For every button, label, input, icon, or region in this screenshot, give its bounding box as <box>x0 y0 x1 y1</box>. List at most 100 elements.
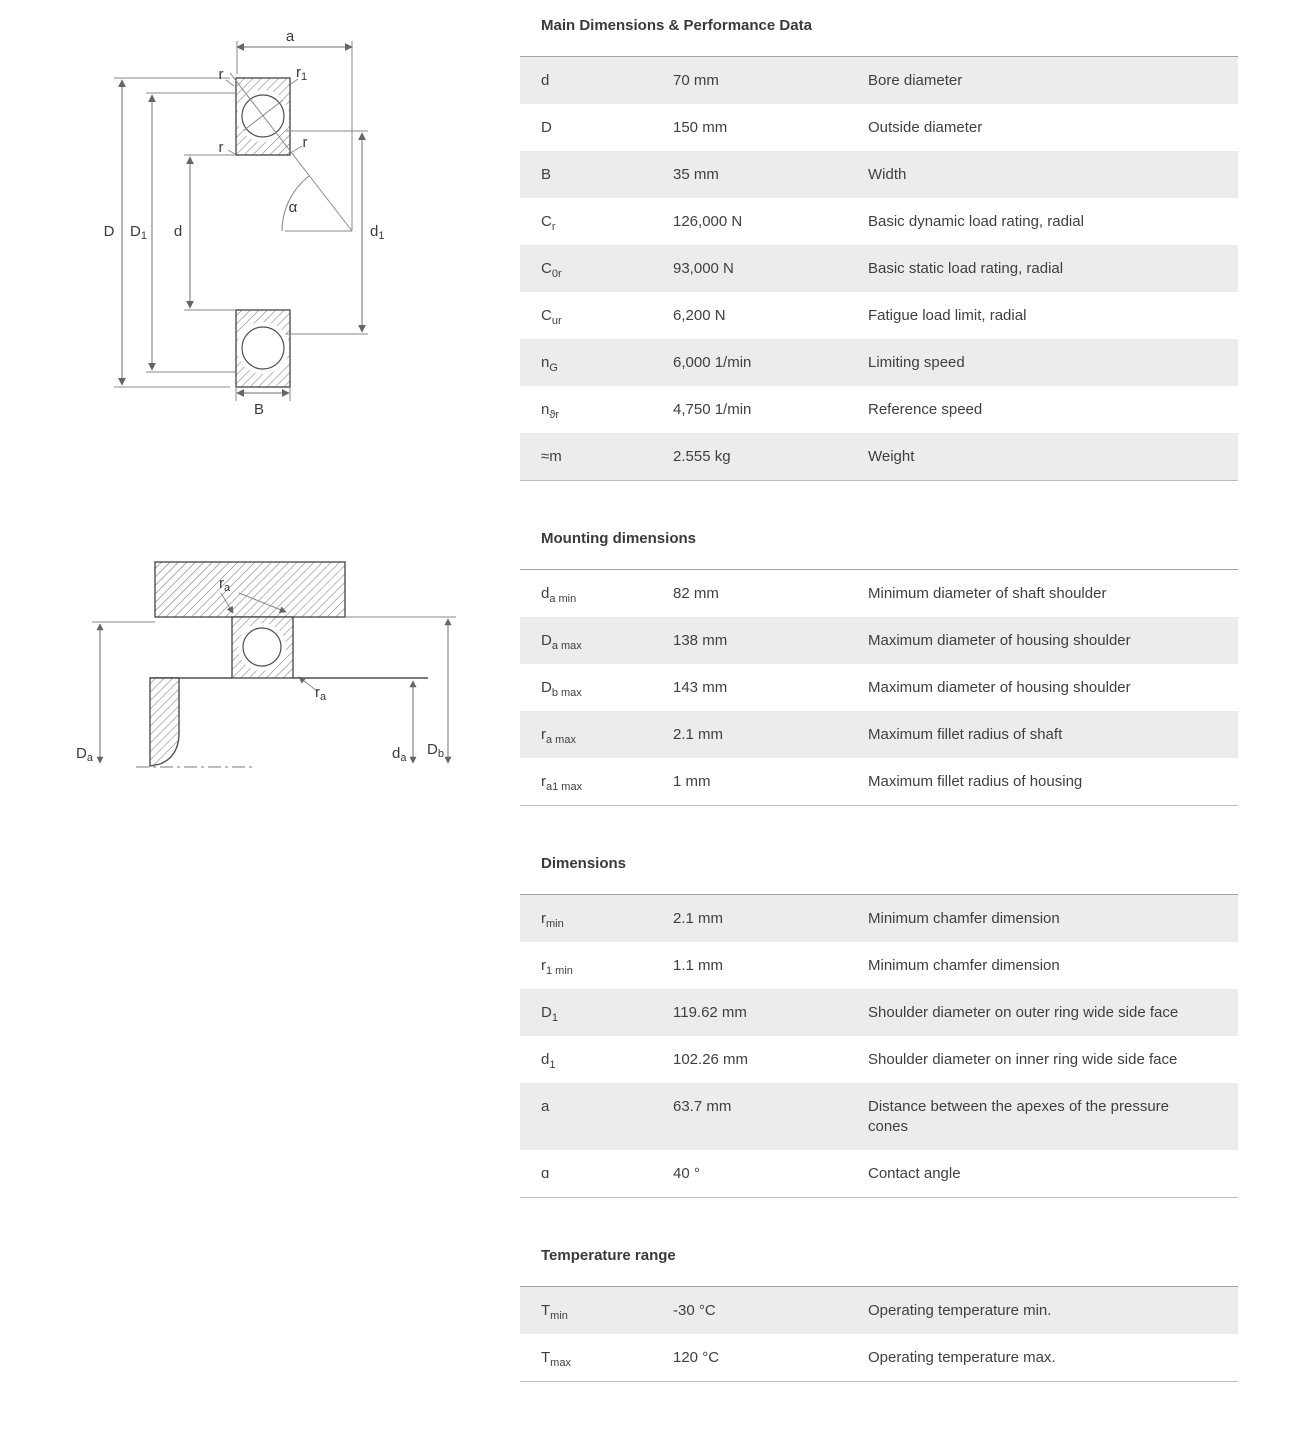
symbol-subscript: G <box>549 362 558 374</box>
section-title: Mounting dimensions <box>541 530 696 547</box>
radius-leader-lines <box>220 592 318 692</box>
contact-angle-construction <box>229 41 353 232</box>
row-symbol: ɑ <box>541 1164 673 1184</box>
row-value: 1 mm <box>673 773 711 790</box>
symbol-base: D <box>541 1004 552 1021</box>
section-title: Dimensions <box>541 855 627 872</box>
symbol-base: d <box>541 585 550 602</box>
dim-label-Da: Da <box>76 745 94 764</box>
row-value: 126,000 N <box>673 213 743 230</box>
row-description: Weight <box>868 448 915 465</box>
row-symbol: r1 min <box>541 956 673 977</box>
row-value: 102.26 mm <box>673 1051 749 1068</box>
dim-label-alpha: α <box>289 199 298 216</box>
row-description: Maximum diameter of housing shoulder <box>868 632 1131 649</box>
dim-label-r-top-left: r <box>219 66 224 83</box>
symbol-subscript: min <box>550 1310 568 1322</box>
row-value: 6,000 1/min <box>673 354 752 371</box>
symbol-base: ɑ <box>541 1165 550 1182</box>
row-description: Contact angle <box>868 1165 961 1182</box>
symbol-base: T <box>541 1349 551 1366</box>
dim-label-r-mid-right: r <box>303 134 308 151</box>
row-symbol: Tmax <box>541 1348 673 1369</box>
dimension-lines <box>114 43 368 401</box>
symbol-subscript: 1 <box>549 1059 556 1071</box>
mounting-dimensions-diagram: ra ra Da da Db <box>76 561 456 768</box>
row-description: Maximum fillet radius of shaft <box>868 726 1063 743</box>
dimension-labels: ra ra Da da Db <box>76 575 444 764</box>
row-value: 40 ° <box>673 1165 700 1182</box>
row-description: Operating temperature max. <box>868 1349 1056 1366</box>
dim-label-ra-top: ra <box>219 575 231 594</box>
row-description: Operating temperature min. <box>868 1302 1052 1319</box>
row-symbol: nG <box>541 353 673 374</box>
symbol-base: D <box>541 119 552 136</box>
symbol-subscript: ϑr <box>549 409 560 421</box>
dim-label-d1: d1 <box>370 223 384 242</box>
table-row: Tmin-30 °C Operating temperature min. <box>520 1287 1238 1334</box>
row-value: 120 °C <box>673 1349 720 1366</box>
dim-label-Db: Db <box>427 741 444 760</box>
dimension-labels: a r r1 r r α D D1 d d1 B <box>104 28 385 418</box>
symbol-subscript: 1 min <box>546 965 573 977</box>
row-description: Fatigue load limit, radial <box>868 307 1027 324</box>
row-symbol: Tmin <box>541 1301 673 1322</box>
symbol-base: ≈m <box>541 448 562 465</box>
symbol-base: r <box>541 910 546 927</box>
symbol-base: d <box>541 72 550 89</box>
row-symbol: Db max <box>541 678 673 699</box>
row-description: Reference speed <box>868 401 983 418</box>
row-description: Minimum chamfer dimension <box>868 910 1060 927</box>
row-symbol: Cr <box>541 212 673 233</box>
row-symbol: d <box>541 71 673 91</box>
dim-label-da: da <box>392 745 407 764</box>
row-value: 143 mm <box>673 679 728 696</box>
row-description: Minimum chamfer dimension <box>868 957 1060 974</box>
row-symbol: a <box>541 1097 673 1137</box>
symbol-subscript: 1 <box>551 1012 558 1024</box>
row-description: Minimum diameter of shaft shoulder <box>868 585 1107 602</box>
dim-label-D: D <box>104 223 115 240</box>
row-value: 35 mm <box>673 166 719 183</box>
dim-label-B: B <box>254 401 264 418</box>
bearing-section-bottom <box>235 309 291 388</box>
row-value: 2.1 mm <box>673 910 724 927</box>
dim-label-d: d <box>174 223 182 240</box>
section-title: Main Dimensions & Performance Data <box>541 17 812 34</box>
bearing-section <box>231 616 294 679</box>
symbol-base: B <box>541 166 552 183</box>
row-description: Distance between the apexes of the pres­… <box>868 1098 1170 1135</box>
symbol-base: C <box>541 213 552 230</box>
symbol-base: D <box>541 679 552 696</box>
row-description: Shoulder diameter on outer ring wide sid… <box>868 1004 1179 1021</box>
row-value: 63.7 mm <box>673 1098 732 1115</box>
symbol-base: n <box>541 401 550 418</box>
row-description: Basic dynamic load rating, radial <box>868 213 1084 230</box>
row-symbol: Da max <box>541 631 673 652</box>
row-symbol: rmin <box>541 909 673 930</box>
section-main-dimensions: Main Dimensions & Performance Data d 70 m… <box>520 18 1238 481</box>
row-symbol: C0r <box>541 259 673 280</box>
row-description: Limiting speed <box>868 354 965 371</box>
symbol-subscript: max <box>550 1357 571 1369</box>
row-value: 70 mm <box>673 72 719 89</box>
symbol-subscript: a max <box>551 640 582 652</box>
row-value: -30 °C <box>673 1302 716 1319</box>
symbol-subscript: b max <box>551 687 582 699</box>
